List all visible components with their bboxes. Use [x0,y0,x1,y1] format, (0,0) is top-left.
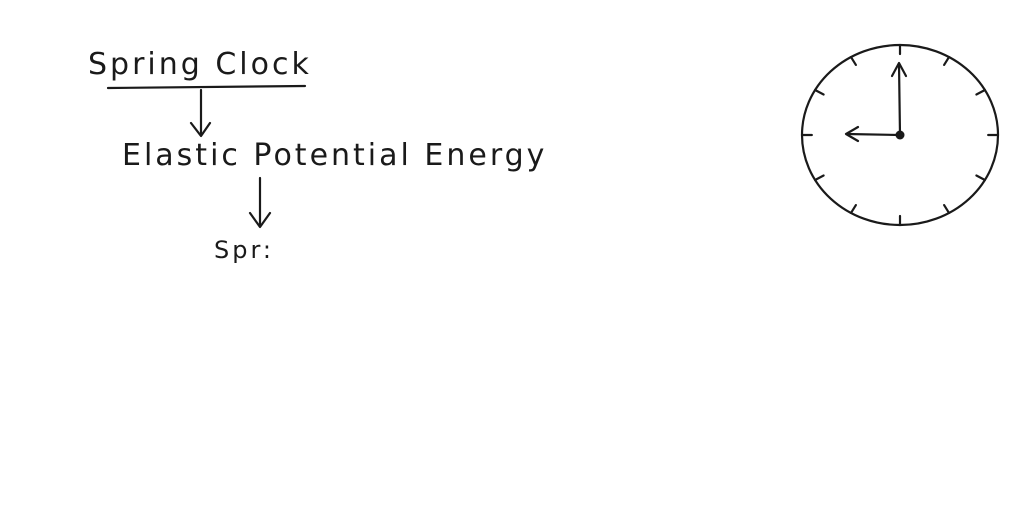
clock-tick [813,174,825,182]
clock-tick [849,55,858,67]
clock-tick [975,88,987,96]
clock-hour-hand [845,132,902,137]
clock-tick [942,55,951,67]
clock-icon [800,43,1000,227]
clock-tick [975,174,987,182]
clock-tick-marks [800,43,1000,227]
heading-underline [106,84,307,90]
heading-text: Spring Clock [88,47,312,82]
clock-tick [849,204,858,214]
step-text-partial: Spr: [214,236,274,264]
clock-hour-hand-arrowhead [844,125,860,143]
clock-minute-hand [897,62,902,137]
clock-tick [813,88,825,96]
clock-tick [942,204,951,214]
step-text-elastic-potential-energy: Elastic Potential Energy [122,138,547,173]
clock-minute-hand-arrowhead [890,61,908,78]
down-arrow-icon [189,88,212,138]
down-arrow-icon [248,176,272,229]
clock-center-dot [895,130,905,140]
